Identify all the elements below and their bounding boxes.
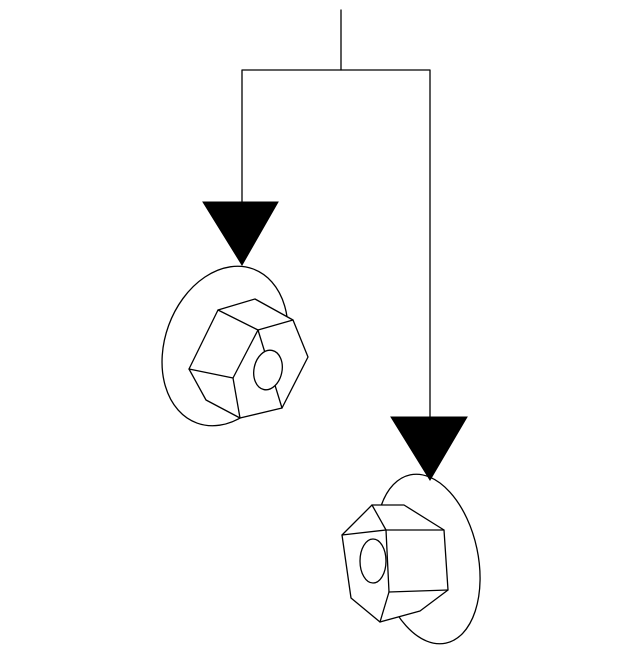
callout-nut-1: [161, 201, 309, 427]
hex-body: [341, 504, 449, 623]
pointer-arrowhead: [202, 201, 279, 266]
hex-bottom-edge: [388, 589, 449, 593]
pointer-arrowhead: [390, 416, 468, 481]
flange-nut-2: [341, 473, 481, 645]
nut-bore: [253, 349, 283, 391]
leader-bracket: [241, 69, 431, 419]
flange-nut-1: [161, 265, 309, 427]
hex-front-edge: [341, 529, 387, 536]
nut-bore: [359, 538, 387, 584]
callout-nut-2: [341, 416, 481, 645]
hex-lower-edge: [379, 591, 390, 623]
hex-vertical-edge: [385, 529, 390, 593]
hex-mid-edge: [232, 329, 259, 379]
leader-lines: [241, 9, 431, 419]
